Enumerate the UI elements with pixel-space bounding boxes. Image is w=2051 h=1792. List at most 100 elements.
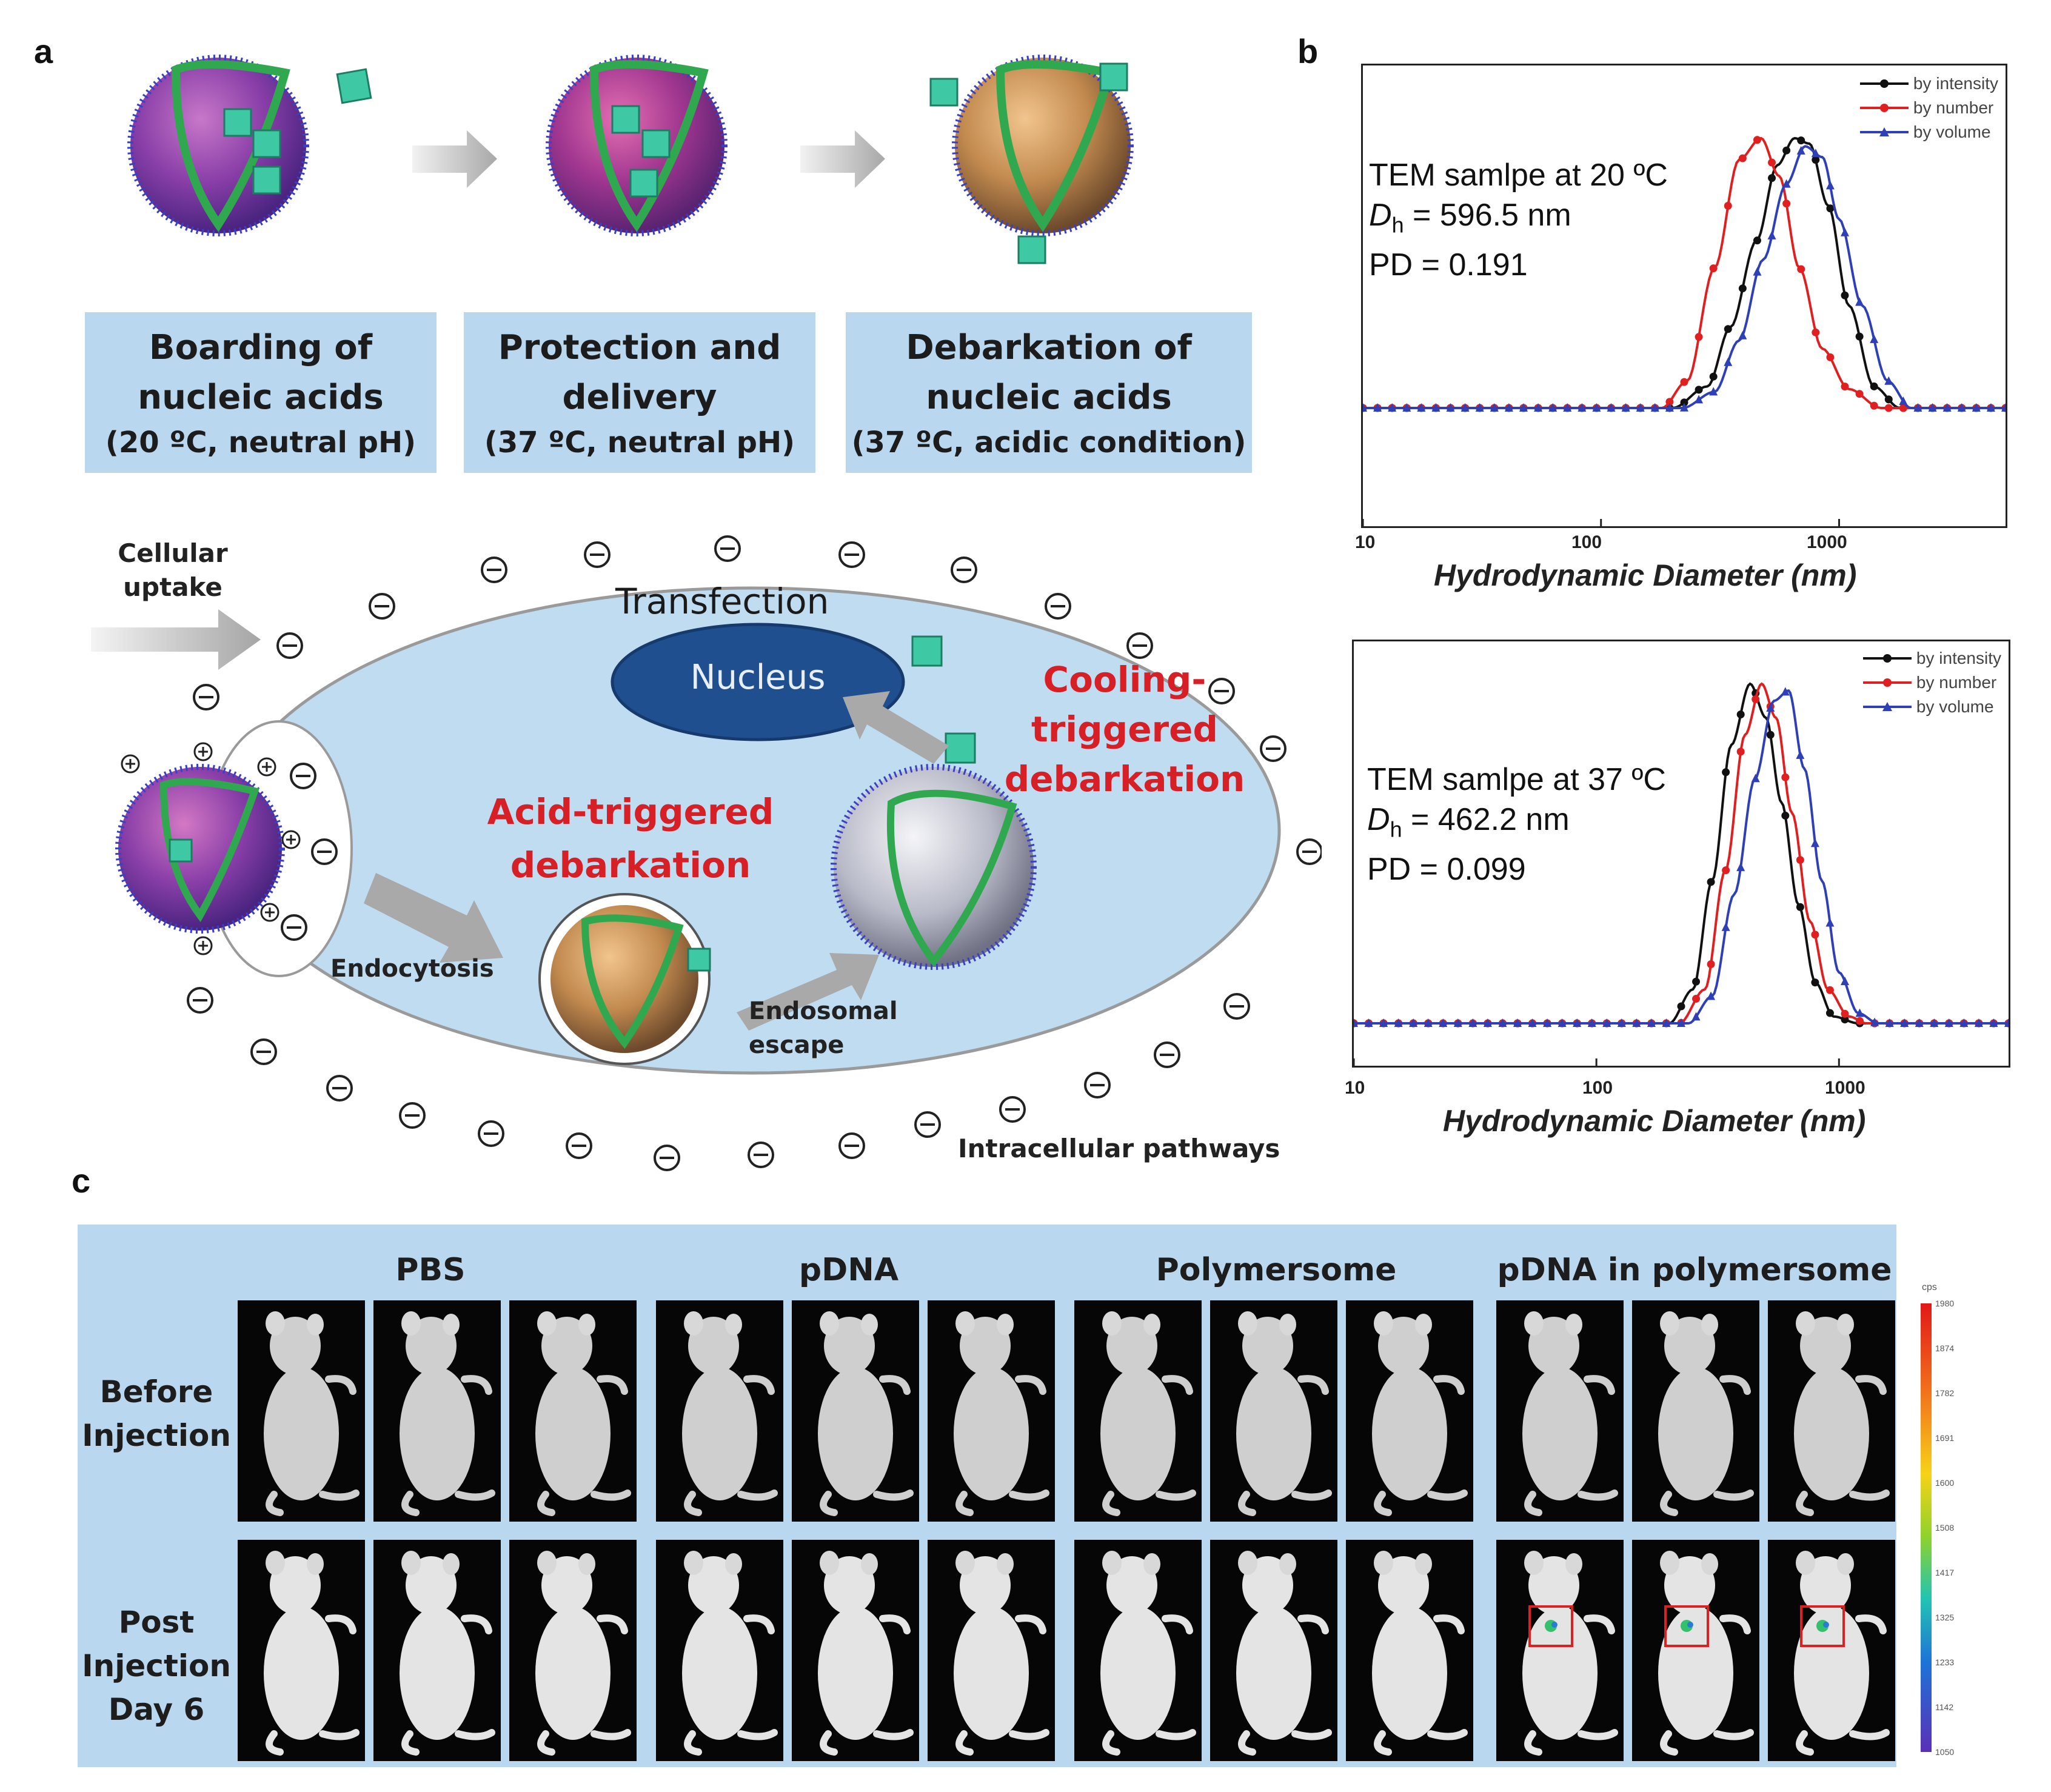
data-point-by-intensity <box>1870 382 1878 390</box>
data-point-by-intensity <box>1707 878 1715 886</box>
negative-charges <box>187 535 1322 1171</box>
data-point-by-number <box>1812 328 1820 336</box>
data-point-by-intensity <box>1781 811 1790 820</box>
data-point-by-volume <box>1751 774 1760 783</box>
data-point-by-volume <box>1855 1008 1864 1017</box>
data-point-by-number <box>1692 995 1701 1003</box>
data-point-by-number <box>1707 960 1715 969</box>
colorbar-tick-label: 1782 <box>1935 1388 1955 1398</box>
mouse-image <box>509 1540 637 1761</box>
mouse-image <box>656 1540 783 1761</box>
data-point-by-number <box>1899 404 1907 412</box>
data-point-by-intensity <box>1884 395 1893 404</box>
data-point-by-number <box>1781 773 1790 781</box>
data-point-by-volume <box>1617 1018 1626 1027</box>
data-point-by-number <box>1797 265 1805 273</box>
data-point-by-volume <box>1695 395 1704 404</box>
positive-charges <box>121 742 301 955</box>
data-point-by-volume <box>1431 403 1440 412</box>
mouse-image <box>238 1300 365 1522</box>
annotation-pd: PD = 0.191 <box>1369 247 1528 283</box>
dls-plot-20C: TEM samlpe at 20 ºC Dh = 596.5 nm PD = 0… <box>1361 64 2007 528</box>
mouse-silhouette <box>264 1551 360 1756</box>
data-point-by-volume <box>1650 403 1659 412</box>
data-point-by-volume <box>1621 403 1630 412</box>
data-point-by-volume <box>1767 230 1776 239</box>
data-point-by-volume <box>1460 403 1470 412</box>
panel-label-a: a <box>34 32 53 70</box>
cell-diagram <box>91 535 1322 1171</box>
stage-title-line2: nucleic acids <box>138 378 384 417</box>
legend-label: by intensity <box>1916 649 2001 667</box>
acid-triggered-label: Acid-triggered debarkation <box>473 785 788 892</box>
data-point-by-number <box>1753 136 1761 144</box>
mouse-image <box>1632 1300 1759 1522</box>
mouse-silhouette <box>1522 1551 1618 1756</box>
plot-annotation: TEM samlpe at 20 ºC Dh = 596.5 nm PD = 0… <box>1369 155 1668 285</box>
legend-item: by number <box>1862 670 2001 695</box>
data-point-by-volume <box>1394 1018 1403 1027</box>
data-point-by-volume <box>1483 1018 1492 1027</box>
data-point-by-volume <box>1364 1018 1373 1027</box>
colorbar-tick-label: 1600 <box>1935 1478 1955 1488</box>
data-point-by-volume <box>1899 396 1908 405</box>
data-point-by-volume <box>1665 403 1674 412</box>
stage-condition: (37 ºC, acidic condition) <box>851 426 1246 460</box>
stage-condition: (20 ºC, neutral pH) <box>105 426 417 460</box>
data-point-by-intensity <box>1782 146 1791 155</box>
endosomal-escape-label: Endosomal escape <box>749 994 898 1062</box>
colorbar-tick-label: 1980 <box>1935 1299 1955 1308</box>
data-point-by-number <box>1841 1009 1849 1018</box>
mouse-image <box>1210 1540 1337 1761</box>
dh-subscript: h <box>1391 212 1404 238</box>
endocytosis-label: Endocytosis <box>330 955 494 983</box>
data-point-by-volume <box>1782 179 1791 188</box>
data-point-by-volume <box>1884 376 1893 385</box>
mouse-image <box>792 1300 919 1522</box>
mouse-silhouette <box>954 1311 1049 1516</box>
colorbar <box>1921 1303 1932 1752</box>
data-point-by-volume <box>1543 1018 1552 1027</box>
data-point-by-volume <box>1548 403 1557 412</box>
data-point-by-intensity <box>1841 291 1849 299</box>
data-point-by-number <box>1722 866 1730 875</box>
row-label-line1: Post <box>118 1605 195 1640</box>
mouse-silhouette <box>1658 1311 1754 1516</box>
stage-title-line1: Boarding of <box>149 328 373 367</box>
data-point-by-volume <box>1607 403 1616 412</box>
endosomal-escape-arrow <box>737 953 879 1031</box>
data-point-by-number <box>1782 199 1791 208</box>
x-tick: 10 <box>1355 532 1376 552</box>
legend-label: by volume <box>1913 122 1991 141</box>
data-point-by-volume <box>1439 1018 1448 1027</box>
legend-label: by intensity <box>1913 74 1998 93</box>
mouse-image <box>1346 1300 1473 1522</box>
transfection-arrow <box>843 691 949 764</box>
data-point-by-intensity <box>1796 903 1804 911</box>
x-axis-label: Hydrodynamic Diameter (nm) <box>1443 1104 1866 1138</box>
data-point-by-volume <box>1724 357 1733 366</box>
data-point-by-number <box>1752 695 1760 704</box>
mouse-silhouette <box>818 1551 914 1756</box>
legend-label: by number <box>1913 98 1994 117</box>
mouse-silhouette <box>1100 1551 1196 1756</box>
data-point-by-volume <box>1534 403 1543 412</box>
group-label-pbs: PBS <box>395 1252 466 1288</box>
data-point-by-volume <box>1592 403 1601 412</box>
row-label-post-injection: Post Injection Day 6 <box>78 1600 235 1731</box>
data-point-by-volume <box>1825 181 1835 190</box>
data-point-by-intensity <box>1753 236 1761 245</box>
cargo-released-1 <box>911 635 943 667</box>
annotation-dh: Dh = 462.2 nm <box>1367 800 1666 849</box>
data-point-by-intensity <box>1855 332 1864 341</box>
data-point-by-intensity <box>1826 204 1835 213</box>
stage-title-line2: nucleic acids <box>926 378 1172 417</box>
mouse-image <box>1768 1540 1895 1761</box>
data-point-by-volume <box>1900 1018 1909 1027</box>
data-point-by-volume <box>1974 1018 1983 1027</box>
legend-item: by volume <box>1859 120 1998 144</box>
data-point-by-volume <box>1513 1018 1522 1027</box>
data-point-by-volume <box>1796 750 1805 759</box>
cellular-uptake-line1: Cellular <box>118 538 228 568</box>
series-line-by-number <box>1354 682 2009 1025</box>
